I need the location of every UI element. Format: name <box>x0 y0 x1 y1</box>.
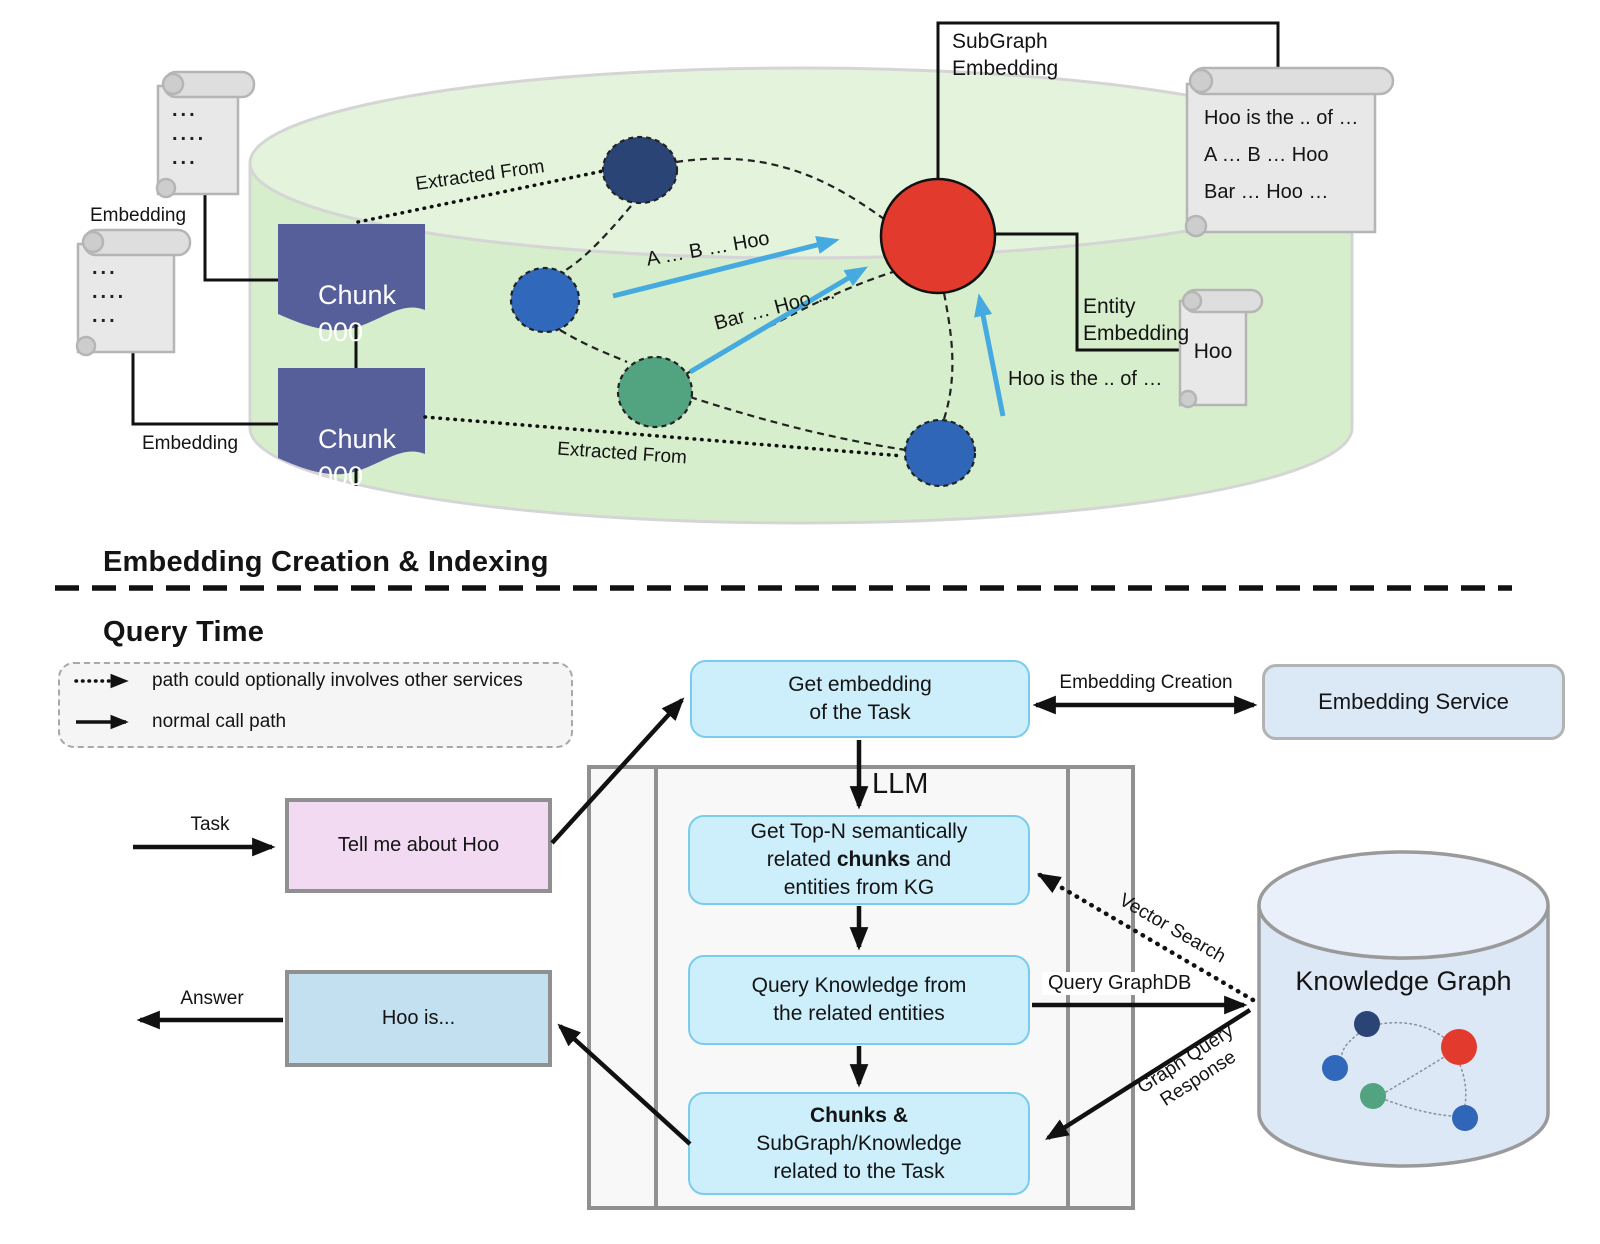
task-label: Task <box>190 814 230 835</box>
graph-query-response-label: Graph Query Response <box>1133 1020 1240 1111</box>
legend-normal-label: normal call path <box>152 711 287 732</box>
scroll-right-text: Hoo is the .. of … A … B … Hoo Bar … Hoo… <box>1204 107 1359 203</box>
top-n-line1: Get Top-N semantically <box>750 820 968 843</box>
edge-label-bar: Bar … Hoo … <box>711 281 838 335</box>
get-embedding-box: Get embedding of the Task <box>690 660 1030 738</box>
embedding-label-bottom: Embedding <box>141 433 239 454</box>
get-embedding-line2: of the Task <box>809 701 911 724</box>
query-knowledge-box: Query Knowledge from the related entitie… <box>688 955 1030 1045</box>
get-embedding-line1: Get embedding <box>788 673 932 696</box>
chunks-subgraph-line3: related to the Task <box>773 1159 945 1183</box>
container-divider-left <box>654 765 658 1210</box>
top-n-box: Get Top-N semantically related chunks an… <box>688 815 1030 905</box>
task-input-box: Tell me about Hoo <box>285 798 552 893</box>
llm-label: LLM <box>872 768 929 800</box>
top-n-line2: related chunks and <box>766 848 952 871</box>
scroll-hoo-text: Hoo <box>1193 340 1233 363</box>
chunks-subgraph-box: Chunks & SubGraph/Knowledge related to t… <box>688 1092 1030 1195</box>
query-graphdb-label: Query GraphDB <box>1042 972 1198 995</box>
legend-panel <box>58 662 573 748</box>
embedding-label-top: Embedding <box>89 205 187 226</box>
extracted-from-label-top: Extracted From <box>414 156 546 195</box>
answer-output-text: Hoo is... <box>381 1007 456 1029</box>
knowledge-graph-label: Knowledge Graph <box>1295 966 1512 996</box>
legend-optional-label: path could optionally involves other ser… <box>152 670 523 691</box>
extracted-from-label-bottom: Extracted From <box>556 438 688 469</box>
query-knowledge-line1: Query Knowledge from <box>751 974 967 997</box>
chunks-subgraph-line1: Chunks & <box>809 1103 908 1127</box>
embedding-creation-label: Embedding Creation <box>1059 672 1233 693</box>
vector-search-label: Vector Search <box>1115 889 1230 968</box>
query-knowledge-line2: the related entities <box>773 1002 945 1025</box>
answer-label: Answer <box>180 988 244 1009</box>
answer-output-box: Hoo is... <box>285 970 552 1067</box>
section-title-query-time: Query Time <box>103 616 265 648</box>
scroll1-dots: .......... <box>172 99 207 169</box>
section-title-indexing: Embedding Creation & Indexing <box>103 546 549 578</box>
task-input-text: Tell me about Hoo <box>337 834 500 856</box>
embedding-service-box: Embedding Service <box>1262 664 1565 740</box>
chunks-subgraph-line2: SubGraph/Knowledge <box>756 1131 962 1155</box>
embedding-service-text: Embedding Service <box>1318 689 1509 714</box>
edge-label-ab: A … B … Hoo <box>644 227 772 271</box>
top-n-line3: entities from KG <box>783 876 935 899</box>
scroll2-dots: .......... <box>92 257 127 327</box>
edge-label-hoo: Hoo is the .. of … <box>1008 368 1163 390</box>
